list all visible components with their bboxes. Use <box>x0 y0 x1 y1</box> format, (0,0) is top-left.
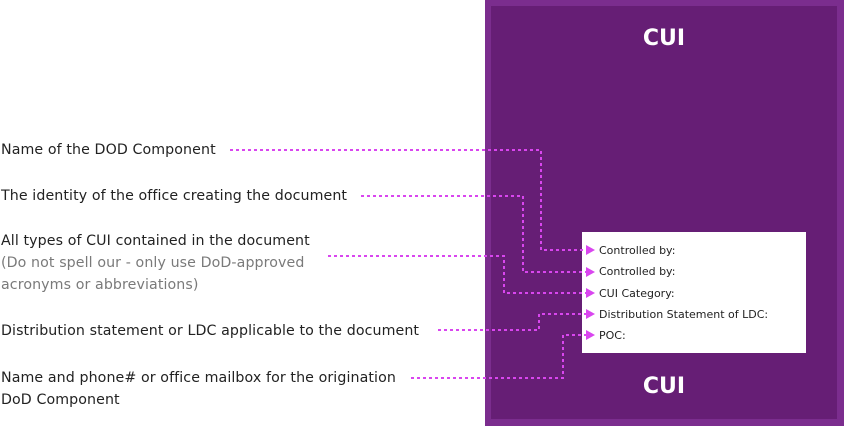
label-cui-types: All types of CUI contained in the docume… <box>1 230 310 296</box>
label-text: Name and phone# or office mailbox for th… <box>1 370 396 386</box>
field-controlled-by-1: Controlled by: <box>599 244 676 257</box>
label-text: All types of CUI contained in the docume… <box>1 233 310 249</box>
label-text-line2: DoD Component <box>1 392 120 408</box>
label-text: Name of the DOD Component <box>1 142 216 158</box>
label-text: Distribution statement or LDC applicable… <box>1 323 420 339</box>
field-distribution-statement: Distribution Statement of LDC: <box>599 308 769 321</box>
label-dod-component: Name of the DOD Component <box>1 139 216 161</box>
label-office-identity: The identity of the office creating the … <box>1 185 347 207</box>
label-text: The identity of the office creating the … <box>1 188 348 204</box>
cui-banner-bottom: CUI <box>642 374 686 399</box>
label-note-line1: (Do not spell our - only use DoD-approve… <box>1 255 305 271</box>
label-poc: Name and phone# or office mailbox for th… <box>1 367 396 411</box>
cui-banner-top: CUI <box>642 26 686 51</box>
label-distribution-statement: Distribution statement or LDC applicable… <box>1 320 419 342</box>
field-cui-category: CUI Category: <box>599 287 675 300</box>
cui-cover-page <box>491 6 837 419</box>
label-note-line2: acronyms or abbreviations) <box>1 277 199 293</box>
field-controlled-by-2: Controlled by: <box>599 265 676 278</box>
field-poc: POC: <box>599 329 626 342</box>
cui-designation-block <box>582 232 806 353</box>
